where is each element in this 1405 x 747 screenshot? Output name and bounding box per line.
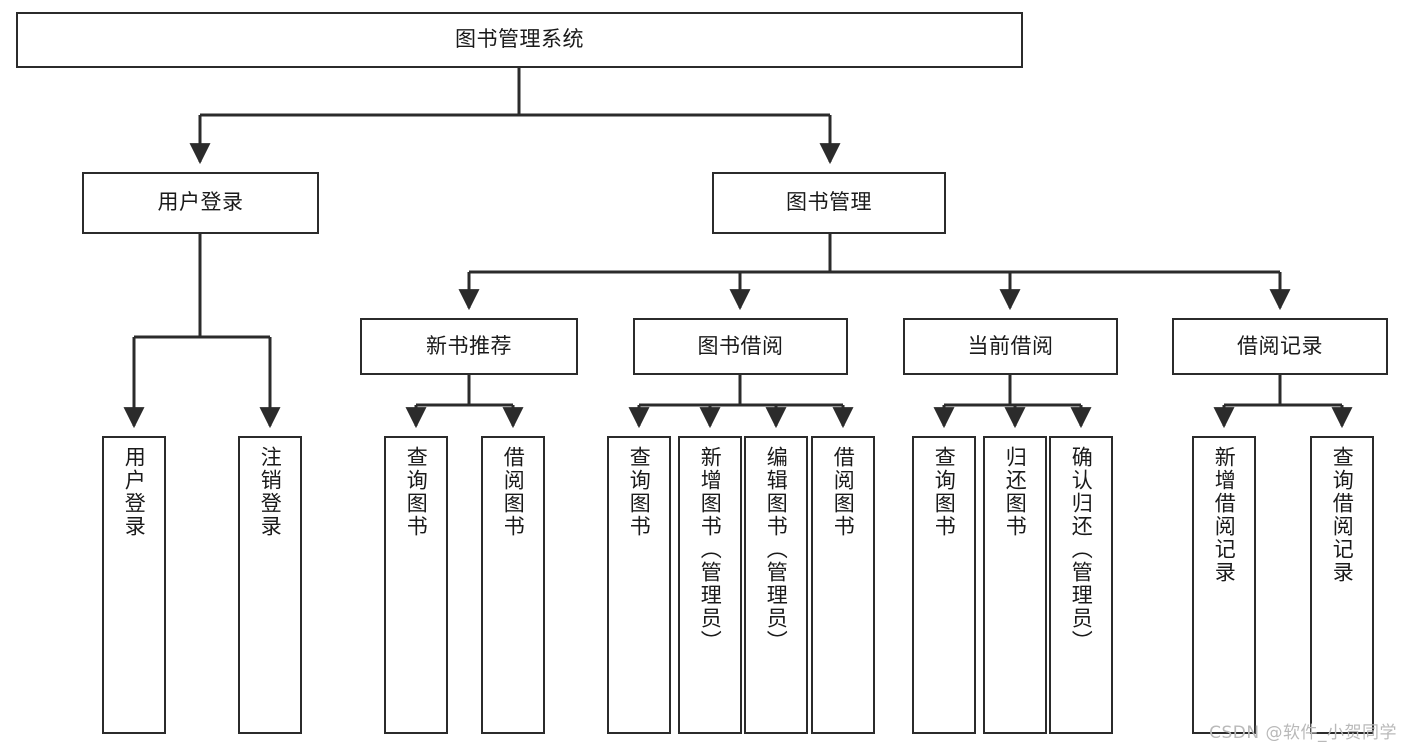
node-leaf-query-book-borrow[interactable]: 查询图书 bbox=[607, 436, 671, 734]
node-borrow-record-label: 借阅记录 bbox=[1237, 333, 1323, 358]
node-leaf-add-book-label: 新增图书（管理员） bbox=[698, 446, 723, 653]
node-leaf-logout-label: 注销登录 bbox=[258, 446, 283, 538]
node-leaf-query-borrow-record[interactable]: 查询借阅记录 bbox=[1310, 436, 1374, 734]
node-leaf-edit-book[interactable]: 编辑图书（管理员） bbox=[744, 436, 808, 734]
node-leaf-query-book-current-label: 查询图书 bbox=[932, 446, 957, 538]
node-leaf-edit-book-label: 编辑图书（管理员） bbox=[764, 446, 789, 653]
node-current-borrow[interactable]: 当前借阅 bbox=[903, 318, 1118, 375]
node-leaf-add-book[interactable]: 新增图书（管理员） bbox=[678, 436, 742, 734]
node-user-login[interactable]: 用户登录 bbox=[82, 172, 319, 234]
node-leaf-query-book-recommend[interactable]: 查询图书 bbox=[384, 436, 448, 734]
node-leaf-query-borrow-record-label: 查询借阅记录 bbox=[1330, 446, 1355, 584]
node-leaf-borrow-book[interactable]: 借阅图书 bbox=[811, 436, 875, 734]
node-leaf-borrow-book-recommend[interactable]: 借阅图书 bbox=[481, 436, 545, 734]
node-leaf-query-book-current[interactable]: 查询图书 bbox=[912, 436, 976, 734]
node-leaf-return-book[interactable]: 归还图书 bbox=[983, 436, 1047, 734]
node-leaf-confirm-return[interactable]: 确认归还（管理员） bbox=[1049, 436, 1113, 734]
node-book-manage[interactable]: 图书管理 bbox=[712, 172, 946, 234]
node-leaf-logout[interactable]: 注销登录 bbox=[238, 436, 302, 734]
node-leaf-add-borrow-record[interactable]: 新增借阅记录 bbox=[1192, 436, 1256, 734]
node-root[interactable]: 图书管理系统 bbox=[16, 12, 1023, 68]
node-current-borrow-label: 当前借阅 bbox=[967, 333, 1054, 358]
node-leaf-add-borrow-record-label: 新增借阅记录 bbox=[1212, 446, 1237, 584]
node-leaf-borrow-book-recommend-label: 借阅图书 bbox=[501, 446, 526, 538]
node-leaf-return-book-label: 归还图书 bbox=[1003, 446, 1028, 538]
node-book-borrow-label: 图书借阅 bbox=[697, 333, 784, 358]
node-leaf-user-login-label: 用户登录 bbox=[122, 446, 147, 538]
node-new-book-recommend-label: 新书推荐 bbox=[426, 333, 512, 358]
node-leaf-query-book-recommend-label: 查询图书 bbox=[404, 446, 429, 538]
node-leaf-confirm-return-label: 确认归还（管理员） bbox=[1069, 446, 1094, 653]
node-leaf-query-book-borrow-label: 查询图书 bbox=[627, 446, 652, 538]
node-new-book-recommend[interactable]: 新书推荐 bbox=[360, 318, 578, 375]
node-root-label: 图书管理系统 bbox=[455, 27, 584, 52]
node-user-login-label: 用户登录 bbox=[157, 190, 244, 215]
node-borrow-record[interactable]: 借阅记录 bbox=[1172, 318, 1388, 375]
node-book-borrow[interactable]: 图书借阅 bbox=[633, 318, 848, 375]
node-leaf-user-login[interactable]: 用户登录 bbox=[102, 436, 166, 734]
node-leaf-borrow-book-label: 借阅图书 bbox=[831, 446, 856, 538]
node-book-manage-label: 图书管理 bbox=[786, 190, 872, 215]
